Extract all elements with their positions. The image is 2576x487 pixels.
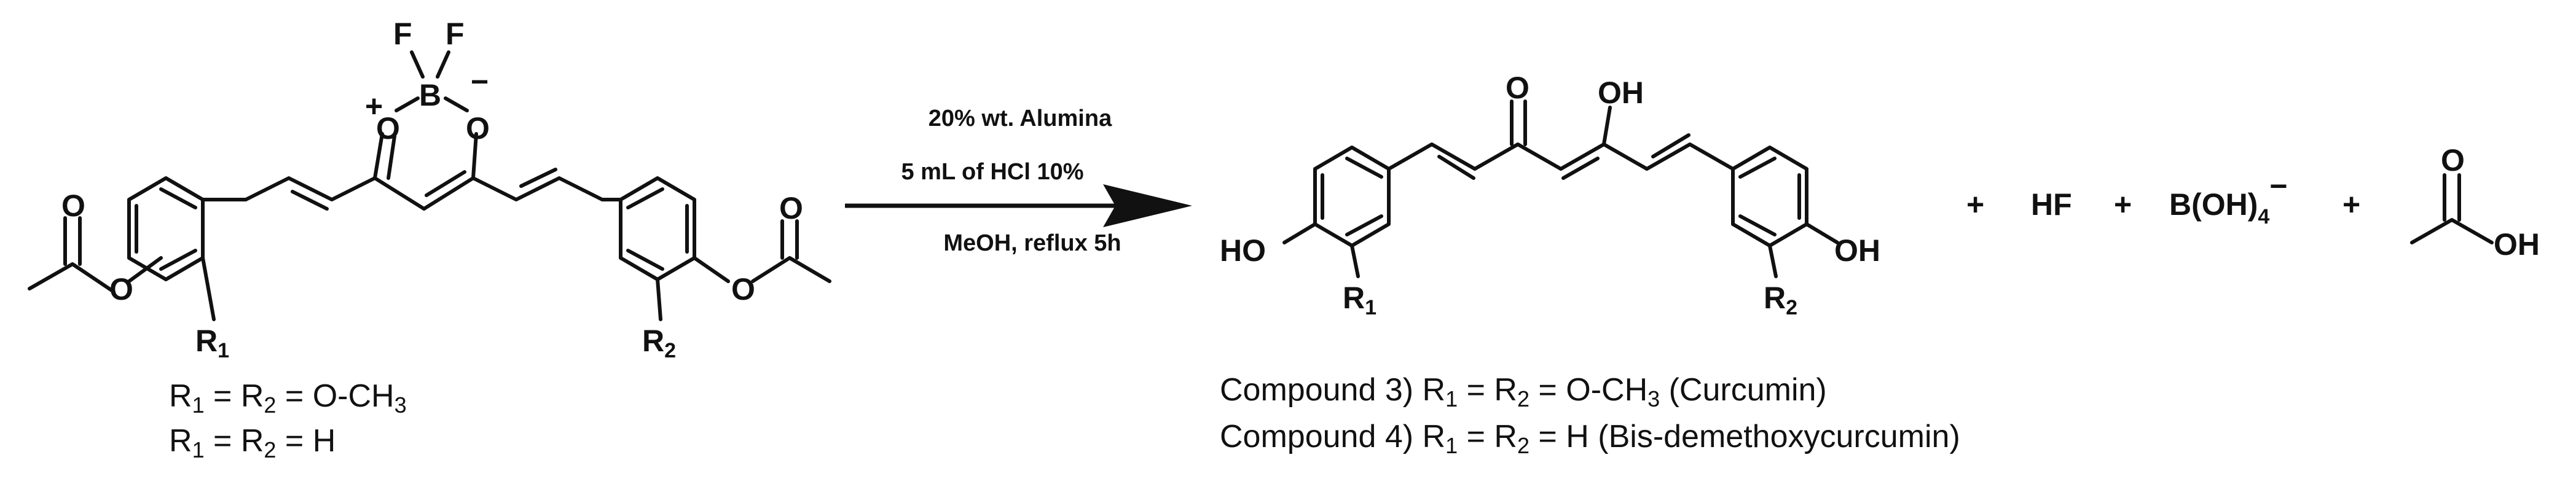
bond xyxy=(751,256,831,283)
plus-sign: + xyxy=(1966,187,1984,222)
bond xyxy=(387,134,396,180)
bond xyxy=(373,132,384,180)
heptadienone-chain xyxy=(1387,142,1735,171)
arrow-head xyxy=(1103,184,1192,227)
bond xyxy=(291,190,329,211)
bond xyxy=(127,256,163,283)
phenol-hydroxyl-label: OH xyxy=(1834,233,1880,268)
oxygen-label: O xyxy=(376,111,400,146)
bond xyxy=(436,50,450,79)
oxygen-label: O xyxy=(779,191,803,225)
bond xyxy=(471,176,604,201)
bond xyxy=(444,96,469,112)
bond xyxy=(159,187,197,209)
r2-substituent: R2 xyxy=(1764,281,1797,319)
condition-solvent: MeOH, reflux 5h xyxy=(943,230,1121,256)
bond xyxy=(1345,214,1383,236)
bond xyxy=(410,50,425,79)
bond xyxy=(395,96,420,112)
bond xyxy=(626,249,664,271)
bond xyxy=(1350,244,1360,278)
product-caption-bdmc: Compound 4) R1 = R2 = H (Bis-demethoxycu… xyxy=(1220,419,1960,458)
condition-catalyst: 20% wt. Alumina xyxy=(929,106,1112,131)
bond xyxy=(519,168,557,188)
boron-charge: − xyxy=(471,64,489,99)
r1-substituent: R1 xyxy=(195,324,229,362)
bond xyxy=(471,132,478,180)
bond xyxy=(656,278,662,321)
bond xyxy=(425,170,466,197)
enol-hydroxyl-label: OH xyxy=(1598,76,1644,110)
oxygen-label: O xyxy=(61,189,85,223)
tetrahydroxyborate-label: B(OH)4− xyxy=(2169,169,2288,228)
product-structure: O OH HO OH R1 R2 xyxy=(1220,71,1880,319)
plus-sign: + xyxy=(2342,187,2360,222)
condition-acid: 5 mL of HCl 10% xyxy=(901,159,1083,185)
bond xyxy=(159,249,197,271)
r2-substituent: R2 xyxy=(642,324,676,362)
bond xyxy=(693,256,730,283)
bond xyxy=(1768,244,1778,278)
bond xyxy=(626,187,664,209)
oxonium-charge: + xyxy=(365,89,383,123)
bond xyxy=(1738,214,1777,236)
reactant-structure: F F B − + O O O O O O R1 R2 xyxy=(28,17,831,362)
product-caption-curcumin: Compound 3) R1 = R2 = O-CH3 (Curcumin) xyxy=(1220,372,1827,411)
keto-oxygen-label: O xyxy=(1506,71,1530,105)
hydrogen-fluoride-label: HF xyxy=(2031,187,2072,222)
bond xyxy=(1437,155,1475,180)
oxygen-label: O xyxy=(109,272,133,306)
bond xyxy=(201,256,216,321)
bond xyxy=(1602,106,1612,146)
acetic-hydroxyl-label: OH xyxy=(2494,227,2540,262)
reaction-arrow xyxy=(845,184,1192,227)
fluorine-label: F xyxy=(446,17,465,51)
bond xyxy=(1651,133,1690,158)
reactant-caption-2: R1 = R2 = H xyxy=(169,423,336,462)
bond xyxy=(422,176,475,211)
bond xyxy=(1561,157,1600,180)
bond xyxy=(1805,222,1839,244)
plus-sign: + xyxy=(2114,187,2132,222)
bond xyxy=(28,262,116,294)
bond xyxy=(373,176,426,211)
r1-substituent: R1 xyxy=(1343,281,1376,319)
acetic-acid-structure xyxy=(2410,173,2494,244)
phenol-hydroxyl-label: HO xyxy=(1220,233,1266,268)
oxygen-label: O xyxy=(466,111,490,146)
oxygen-label: O xyxy=(731,272,755,306)
acetic-carbonyl-oxygen: O xyxy=(2441,143,2465,177)
reactant-caption-1: R1 = R2 = O-CH3 xyxy=(169,378,407,418)
bond xyxy=(244,176,377,201)
bond xyxy=(1738,157,1777,179)
bond xyxy=(2410,218,2494,244)
fluorine-label: F xyxy=(393,17,412,51)
bond xyxy=(1282,222,1317,244)
boron-label: B xyxy=(419,78,441,112)
bond xyxy=(1345,157,1383,179)
